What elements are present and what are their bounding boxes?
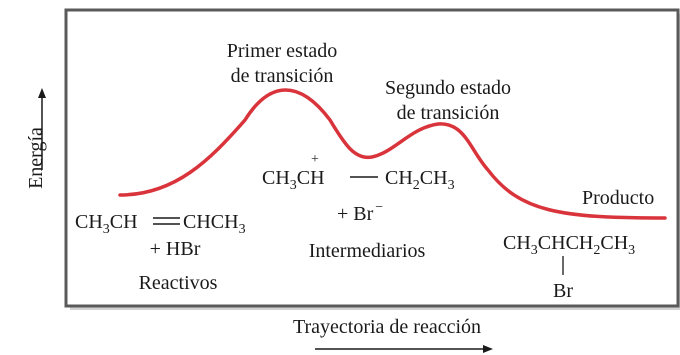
product-substituent: Br bbox=[553, 280, 573, 302]
x-axis-label: Trayectoria de reacción bbox=[293, 316, 481, 338]
first-ts-line2: de transición bbox=[231, 65, 334, 87]
intermediate-formula-right: CH2CH3 bbox=[385, 167, 455, 193]
first-ts-line1: Primer estado bbox=[227, 40, 338, 62]
product-label: Producto bbox=[582, 187, 654, 209]
y-axis-arrowhead bbox=[38, 88, 46, 98]
reactant-formula-right: CHCH3 bbox=[183, 211, 246, 237]
second-ts-line2: de transición bbox=[397, 102, 500, 124]
energy-curve bbox=[118, 88, 667, 220]
y-axis-label: Energía bbox=[25, 127, 47, 189]
reactant-formula-left: CH3CH bbox=[75, 211, 138, 237]
reactants-label: Reactivos bbox=[139, 272, 218, 294]
intermediate-bromide: + Br− bbox=[337, 200, 383, 225]
reactant-reagent: + HBr bbox=[150, 238, 201, 260]
product-formula: CH3CHCH2CH3 bbox=[503, 232, 635, 258]
x-axis-arrowhead bbox=[483, 345, 493, 353]
second-ts-line1: Segundo estado bbox=[385, 77, 511, 99]
intermediates-label: Intermediarios bbox=[309, 240, 426, 262]
intermediate-formula-left: CH3CH bbox=[262, 167, 325, 193]
intermediate-charge: + bbox=[311, 152, 319, 167]
